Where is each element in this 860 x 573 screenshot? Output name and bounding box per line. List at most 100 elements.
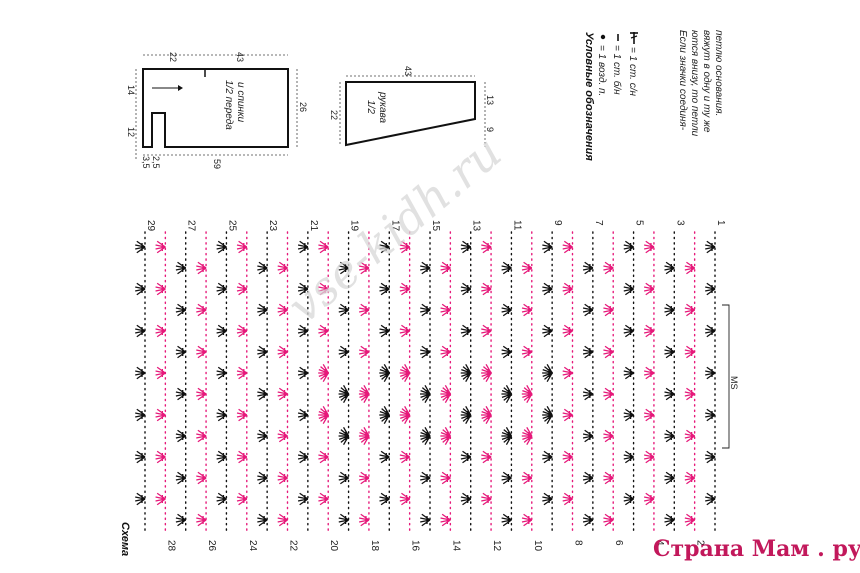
stitch-fan [603,261,614,275]
body-arrow-head [178,85,183,91]
stitch-fan [358,385,370,403]
stitch-fan [257,387,268,401]
legend-note-1: Если значки соединя- [677,30,688,131]
stitch-fan [155,492,166,506]
stitch-fan [420,427,431,445]
stitch-fan [582,429,594,443]
stitch-fan [379,324,390,338]
row-number: 26 [206,540,217,552]
stitch-fan [257,513,268,527]
stitch-fan [481,282,492,296]
stitch-fan [562,492,573,506]
row-number: 23 [267,220,278,232]
stitch-fan [542,450,553,464]
stitch-fan [481,364,492,382]
stitch-fan [481,324,492,338]
legend-item-dc: = 1 ст. с/н [627,47,638,97]
stitch-fan [440,471,451,485]
row-number: 6 [613,540,624,546]
stitch-fan [664,471,675,485]
stitch-fan [379,240,390,254]
row-number: 29 [145,220,156,232]
stitch-fan [216,450,227,464]
stitch-fan [684,513,696,527]
row-number: 3 [674,220,685,226]
stitch-fan [399,240,411,254]
row-number: 5 [634,220,645,226]
stitch-fan [236,282,248,296]
body-small-a-label: 3,5 [141,156,151,169]
stitch-fan [623,450,634,464]
stitch-fan [359,261,370,275]
stitch-fan [684,261,696,275]
brand-logo: Страна Мам . ру [653,536,860,562]
stitch-fan [236,240,248,254]
stitch-fan [379,282,390,296]
stitch-fan [297,240,309,254]
stitch-fan [603,345,614,359]
stitch-fan [582,513,594,527]
body-side-label: 26 [298,102,308,112]
sleeve-outline [345,81,476,147]
row-number: 18 [369,540,380,552]
stitch-fan [562,408,573,422]
sleeve-right-bottom-label: 9 [485,127,495,132]
stitch-fan [155,240,166,254]
stitch-fan [705,282,716,296]
stitch-fan [216,408,227,422]
stitch-fan [318,492,329,506]
row-number: 4 [654,540,665,546]
stitch-fan [521,471,533,485]
stitch-fan [318,282,329,296]
sleeve-top-label: 43 [403,66,413,76]
stitch-fan [196,387,207,401]
stitch-fan [399,492,411,506]
stitch-fan [440,385,451,403]
stitch-fan [562,240,573,254]
stitch-fan [440,261,451,275]
stitch-fan [684,387,696,401]
row-number: 17 [389,220,400,232]
stitch-fan [399,450,411,464]
stitch-fan [196,303,207,317]
stitch-fan [623,366,634,380]
stitch-fan [460,450,472,464]
stitch-fan [155,408,166,422]
stitch-fan [501,261,512,275]
stitch-fan [440,513,451,527]
stitch-columns [144,231,716,533]
body-label-2: и спинки [235,82,246,123]
stitch-fan [501,427,512,445]
stitch-fan [318,406,329,424]
body-bottom-label: 59 [212,159,222,169]
row-number: 19 [349,220,360,232]
body-h2-label: 12 [126,127,136,137]
legend-note-2: ются внизу, то петли [689,30,700,137]
stitch-fan [623,240,634,254]
row-number: 28 [165,540,176,552]
stitch-fan [460,364,472,382]
stitch-fan [420,471,431,485]
stitch-fan [521,345,533,359]
stitch-fan [460,240,472,254]
stitch-fan [705,366,716,380]
stitch-fan [236,450,248,464]
stitch-fan [257,429,268,443]
stitch-fan [216,240,227,254]
row-number: 14 [450,540,461,552]
stitch-fan [196,429,207,443]
row-number: 16 [410,540,421,552]
legend-item-sc: = 1 ст. б/н [611,45,623,95]
stitch-fan [542,240,553,254]
scheme-title: Схема [119,522,131,556]
stitch-fan [359,471,370,485]
stitch-fan [644,240,655,254]
stitch-fan [175,303,187,317]
stitch-fan [542,282,553,296]
stitch-fan [481,406,492,424]
stitch-fan [175,513,187,527]
stitch-fan [603,471,614,485]
stitch-fan [338,427,350,445]
body-pattern: 22 43 14 12 26 59 3,5 2,5 1/2 переда и с… [126,52,308,169]
body-h1-label: 14 [126,85,136,95]
